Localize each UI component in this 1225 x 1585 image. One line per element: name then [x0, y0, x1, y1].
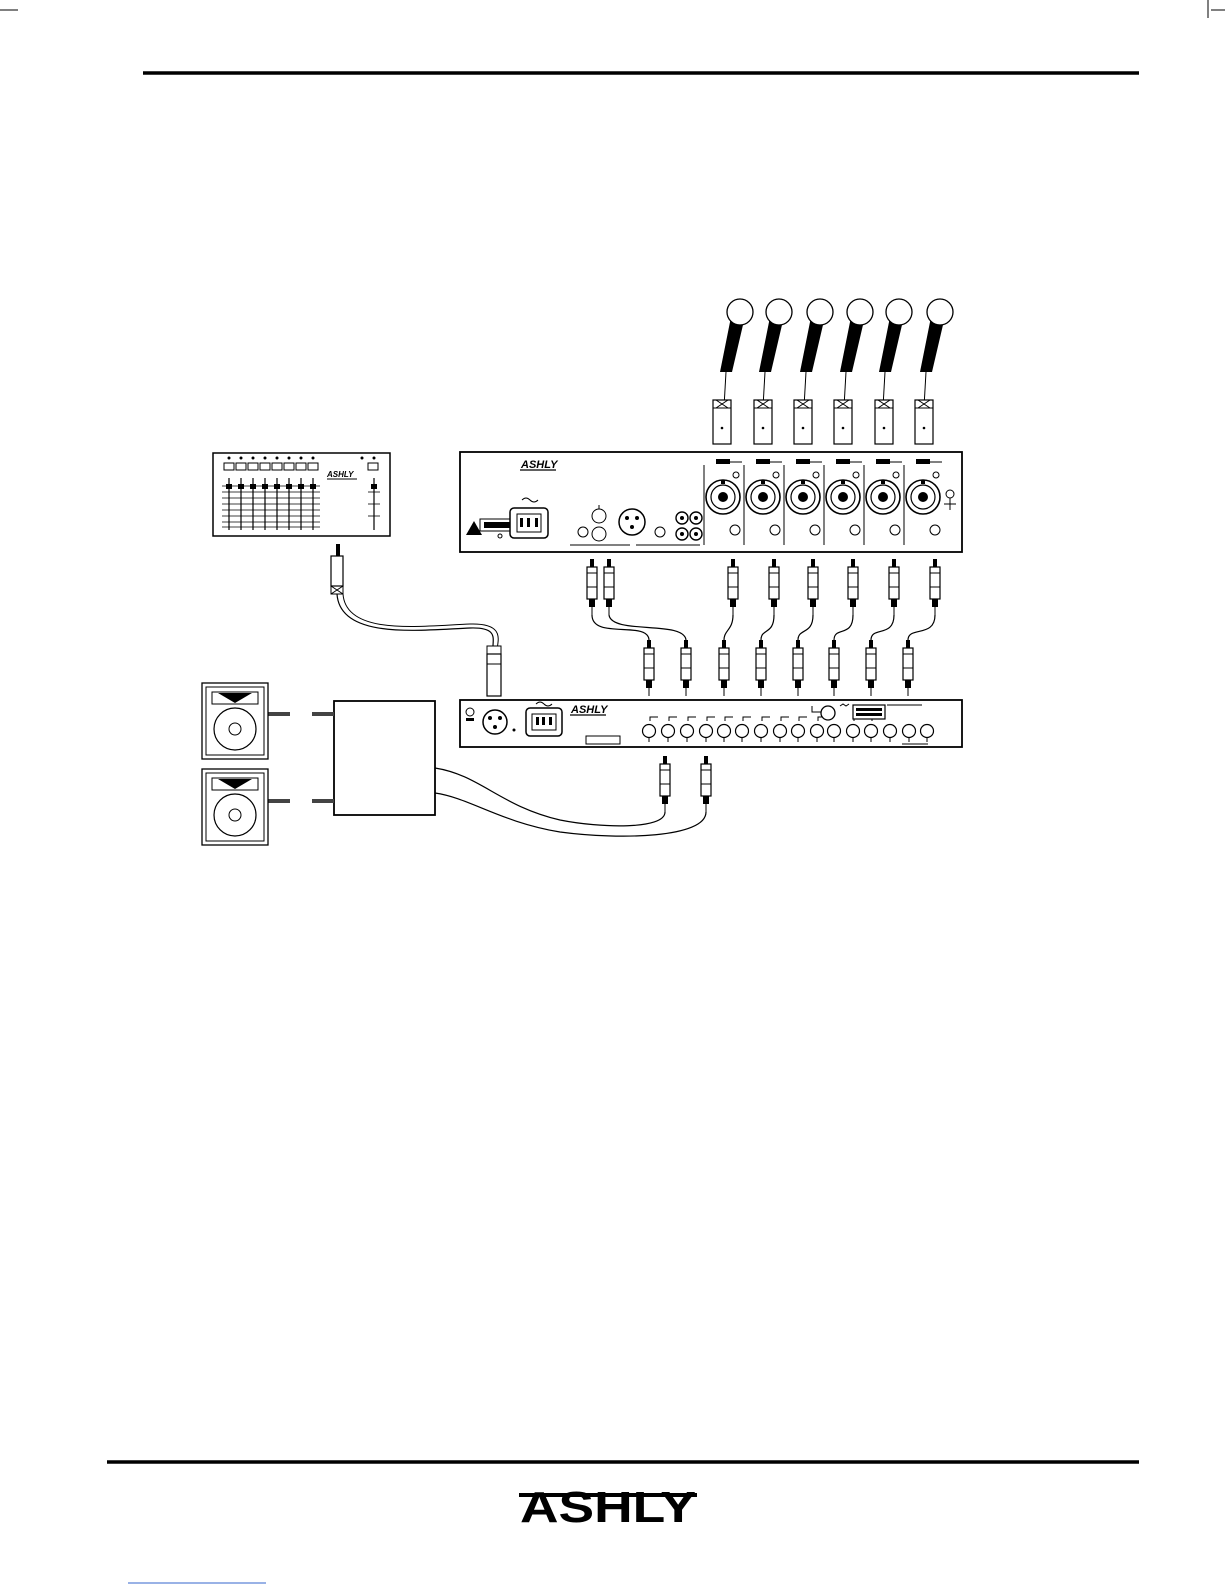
speaker-cables: [265, 714, 334, 801]
processor-output-plugs: [660, 756, 711, 812]
combo-input-3: [786, 480, 820, 514]
xlr-plug-4: [834, 400, 852, 444]
mixer-output-plugs: [587, 559, 940, 615]
combo-input-6: [906, 480, 940, 514]
speaker-1: [202, 683, 268, 759]
mic-xlr-plugs: [713, 400, 933, 444]
microphone-6: [920, 299, 953, 407]
microphone-5: [879, 299, 912, 407]
mic-preamp-mixer: ASHLY: [460, 452, 962, 552]
combo-input-4: [826, 480, 860, 514]
remote-brand-logo: ASHLY: [326, 470, 354, 479]
xlr-plug-1: [713, 400, 731, 444]
microphones: [720, 299, 953, 407]
processor-brand-logo: ASHLY: [570, 704, 609, 716]
xlr-plug-3: [794, 400, 812, 444]
microphone-3: [800, 299, 833, 407]
speaker-2: [202, 769, 268, 845]
remote-fader-panel: ASHLY: [213, 453, 390, 536]
footer-ashly-logo: ASHLY: [519, 1483, 697, 1532]
processor-input-plugs: [644, 640, 913, 696]
combo-input-2: [746, 480, 780, 514]
microphone-2: [759, 299, 792, 407]
signal-processor: ASHLY: [460, 700, 962, 747]
remote-cable: [331, 544, 501, 696]
xlr-plug-2: [754, 400, 772, 444]
xlr-plug-5: [875, 400, 893, 444]
power-amplifier: [334, 701, 435, 815]
footer-logo-text: ASHLY: [520, 1483, 696, 1532]
combo-input-1: [706, 480, 740, 514]
microphone-4: [840, 299, 873, 407]
combo-input-5: [866, 480, 900, 514]
patch-cables: [592, 615, 935, 640]
microphone-1: [720, 299, 753, 407]
xlr-plug-6: [915, 400, 933, 444]
mixer-brand-logo: ASHLY: [520, 459, 559, 471]
crop-marks: [0, 0, 1225, 18]
